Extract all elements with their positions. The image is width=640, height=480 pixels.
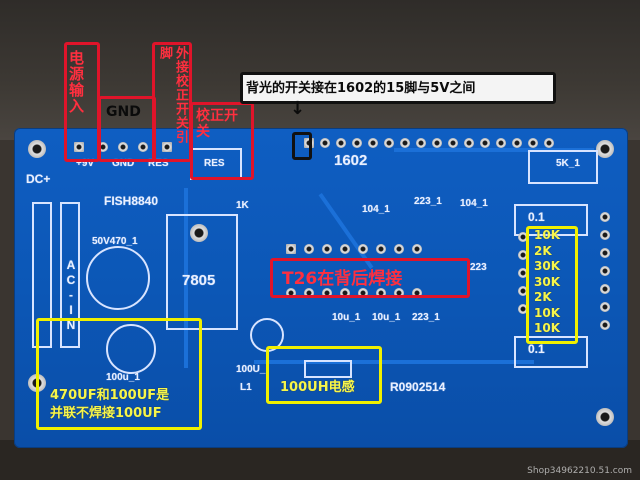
annotation-t26-label: T26在背后焊接	[282, 269, 403, 289]
silk-01-a: 0.1	[528, 210, 545, 224]
silk-223-a: 223_1	[414, 196, 442, 207]
silk-104-b: 104_1	[460, 198, 488, 209]
silk-gnd: GND	[112, 158, 135, 169]
shunt-bottom-outline	[514, 336, 588, 368]
silk-l1: L1	[240, 382, 252, 393]
regulator-hole	[190, 224, 208, 242]
resistor-value: 2K	[534, 290, 552, 304]
annotation-inductor-box	[266, 346, 382, 404]
pad-9v	[74, 142, 84, 152]
silk-dc-plus: DC+	[26, 172, 51, 186]
silk-1k: 1K	[236, 200, 249, 211]
silk-100u-a: 100u_1	[106, 372, 140, 383]
resistor-value: 10K	[534, 321, 560, 335]
pad-res	[162, 142, 172, 152]
silk-104-a: 104_1	[362, 204, 390, 215]
annotation-resistor-box	[526, 226, 578, 344]
silk-223-c: 223_1	[412, 312, 440, 323]
annotation-backlight-box	[240, 72, 556, 104]
inductor-outline	[304, 360, 352, 378]
mounting-hole-top-right	[596, 140, 614, 158]
resistor-value: 10K	[534, 228, 560, 242]
watermark: Shop34962210.51.com	[527, 466, 632, 476]
background-top	[0, 0, 640, 140]
pad-gnd	[118, 142, 128, 152]
silk-res-top: RES	[148, 158, 169, 169]
silk-7805: 7805	[182, 272, 216, 289]
annotation-power-input-label: 电源输入	[67, 50, 85, 114]
resistor-value: 10K	[534, 305, 560, 320]
resistor-value: 30K	[534, 274, 560, 289]
silk-board-code: R0902514	[390, 380, 446, 394]
silk-50v470: 50V470_1	[92, 236, 138, 247]
annotation-capacitor-line1: 470UF和100UF是	[50, 388, 170, 403]
silk-9v: +9V	[76, 158, 95, 169]
annotation-t26-box	[270, 258, 470, 298]
resistor-values: 10K 2K 30K 30K 2K 10K 10K	[534, 228, 560, 337]
annotation-calib-switch-label: 校正开关	[196, 108, 238, 140]
trace	[184, 188, 188, 368]
silk-100u-b: 100U_	[236, 364, 266, 375]
annotation-calib-switch-box	[190, 102, 254, 180]
silk-res-box: RES	[204, 158, 225, 169]
trace	[254, 360, 534, 364]
resistor-value: 30K	[534, 259, 560, 273]
pot-outline	[528, 150, 598, 184]
annotation-arrow-down-icon: ↓	[290, 98, 306, 119]
regulator-outline	[166, 214, 238, 330]
silk-01-b: 0.1	[528, 342, 545, 356]
annotation-capacitor-line2: 并联不焊接100UF	[50, 406, 162, 421]
annotation-calib-pin-label: 外接校正开关引脚	[157, 46, 188, 144]
trace	[394, 148, 594, 152]
diode-outline-right	[60, 202, 80, 348]
annotation-capacitor-box	[36, 318, 202, 430]
resistor-value: 2K	[534, 243, 552, 258]
silk-223-b: 223	[470, 262, 487, 273]
pad-9v-b	[98, 142, 108, 152]
annotation-gnd-label: GND	[106, 104, 141, 120]
annotation-backlight-label: 背光的开关接在1602的15脚与5V之间	[246, 81, 476, 96]
shunt-top-outline	[514, 204, 588, 236]
silk-ac-in: AC-IN	[64, 258, 78, 333]
silk-5k: 5K_1	[556, 158, 580, 169]
silk-model: FISH8840	[104, 194, 159, 208]
pad-gnd-b	[138, 142, 148, 152]
annotation-backlight-pin-box	[292, 132, 312, 160]
mounting-hole-bottom-right	[596, 408, 614, 426]
mounting-hole-top-left	[28, 140, 46, 158]
silk-10u-b: 10u_1	[372, 312, 401, 323]
annotation-inductor-label: 100UH电感	[280, 380, 355, 395]
cap-100u-left-outline	[106, 324, 156, 374]
cap-470uf-outline	[86, 246, 150, 310]
diode-outline-left	[32, 202, 52, 348]
silk-10u-a: 10u_1	[332, 312, 361, 323]
silk-1602: 1602	[334, 152, 368, 169]
